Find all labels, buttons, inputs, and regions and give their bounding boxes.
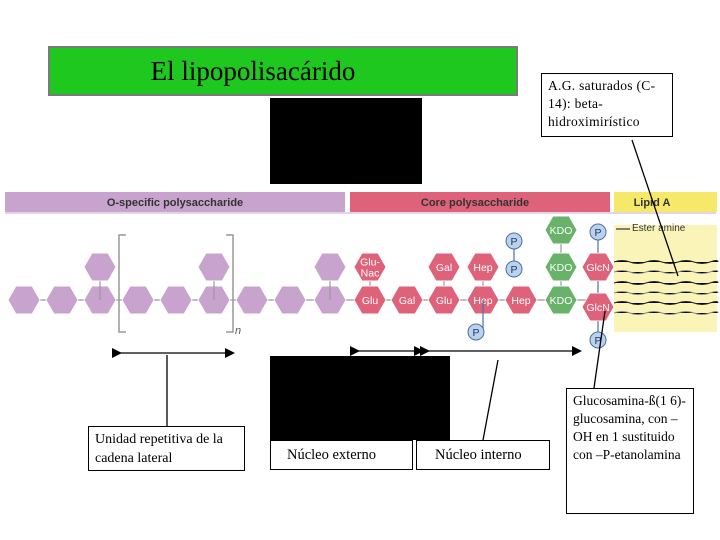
kdo-top-hexagon-label: KDO [550,225,573,237]
o-specific-hexagon [7,285,41,315]
core-phosphate-bottom-label: P [472,327,479,339]
core-phosphate-mid: P [505,260,523,278]
core-phosphate-top: P [505,232,523,250]
o-specific-branch-hexagon [83,252,117,282]
repeat-unit-note: Unidad repetitiva de la cadena lateral [88,426,245,471]
kdo-bottom-hexagon-label: KDO [550,295,573,307]
kdo-mid-hexagon-label: KDO [550,262,573,274]
o-specific-hexagon [45,285,79,315]
lipid-a-phosphate-bottom: P [589,331,607,349]
core-glu2-hexagon: Glu [427,285,461,315]
o-specific-label: O-specific polysaccharide [107,197,243,209]
core-phosphate-mid-label: P [510,264,517,276]
black-redaction-box-top [270,98,422,184]
core-gal-hexagon: Gal [390,285,424,315]
repeat-subscript: n [235,325,241,337]
core-glu-hexagon-label: Glu [362,295,379,307]
outer-core-note: Núcleo externo [270,440,413,470]
core-glunac-hexagon: Glu-Nac [353,252,387,282]
core-glunac-hexagon-label: Nac [361,268,380,280]
black-redaction-box-bottom [270,356,450,440]
core-hep2-hexagon-label: Hep [511,295,530,307]
core-phosphate-bottom: P [467,323,485,341]
lipid-a-phosphate-bottom-label: P [594,335,601,347]
lps-structure-diagram: O-specific polysaccharide Core polysacch… [5,192,719,349]
lipid-a-glcn-bottom-hexagon-label: GlcN [586,302,609,314]
o-specific-hexagon [159,285,193,315]
page-title: El lipopolisacárido [48,46,518,96]
o-specific-hexagon [273,285,307,315]
core-hep2-hexagon: Hep [504,285,538,315]
core-glu-hexagon: Glu [353,285,387,315]
lipid-a-glcn-bottom-hexagon: GlcN [581,292,615,322]
lipid-a-glcn-top-hexagon: GlcN [581,252,615,282]
inner-core-pointer [482,359,499,441]
o-specific-branch-hexagon [197,252,231,282]
glucosamine-note-text: Glucosamina-ß(1 6)-glucosamina, con –OH … [573,393,686,462]
core-label: Core polysaccharide [421,197,529,209]
core-gal-branch-hexagon-label: Gal [436,262,452,274]
kdo-top-hexagon: KDO [544,215,578,245]
core-hep-branch-hexagon: Hep [466,252,500,282]
glucosamine-note: Glucosamina-ß(1 6)-glucosamina, con –OH … [566,388,694,514]
core-glunac-hexagon-label: Glu- [360,257,380,269]
o-specific-region-band [5,192,345,212]
lipid-a-phosphate-top: P [589,223,607,241]
ester-amine-label: Ester amine [632,223,686,234]
kdo-mid-hexagon: KDO [544,252,578,282]
o-specific-hexagon [235,285,269,315]
lipid-a-glcn-top-hexagon-label: GlcN [586,262,609,274]
inner-core-note: Núcleo interno [416,440,550,470]
o-specific-branch-hexagon [313,252,347,282]
kdo-bottom-hexagon: KDO [544,285,578,315]
lipid-a-label: Lipid A [634,197,671,209]
core-gal-hexagon-label: Gal [399,295,415,307]
core-phosphate-top-label: P [510,236,517,248]
core-hep-branch-hexagon-label: Hep [473,262,492,274]
core-region-band [350,192,610,212]
core-gal-branch-hexagon: Gal [427,252,461,282]
o-specific-hexagon [121,285,155,315]
core-glu2-hexagon-label: Glu [436,295,453,307]
fatty-acid-chains [613,260,719,315]
repeat-bracket [118,234,234,333]
lipid-a-chains-area [614,225,717,332]
fatty-acid-note: A.G. saturados (C-14): beta-hidroximirís… [541,73,673,137]
lipid-a-phosphate-top-label: P [594,227,601,239]
